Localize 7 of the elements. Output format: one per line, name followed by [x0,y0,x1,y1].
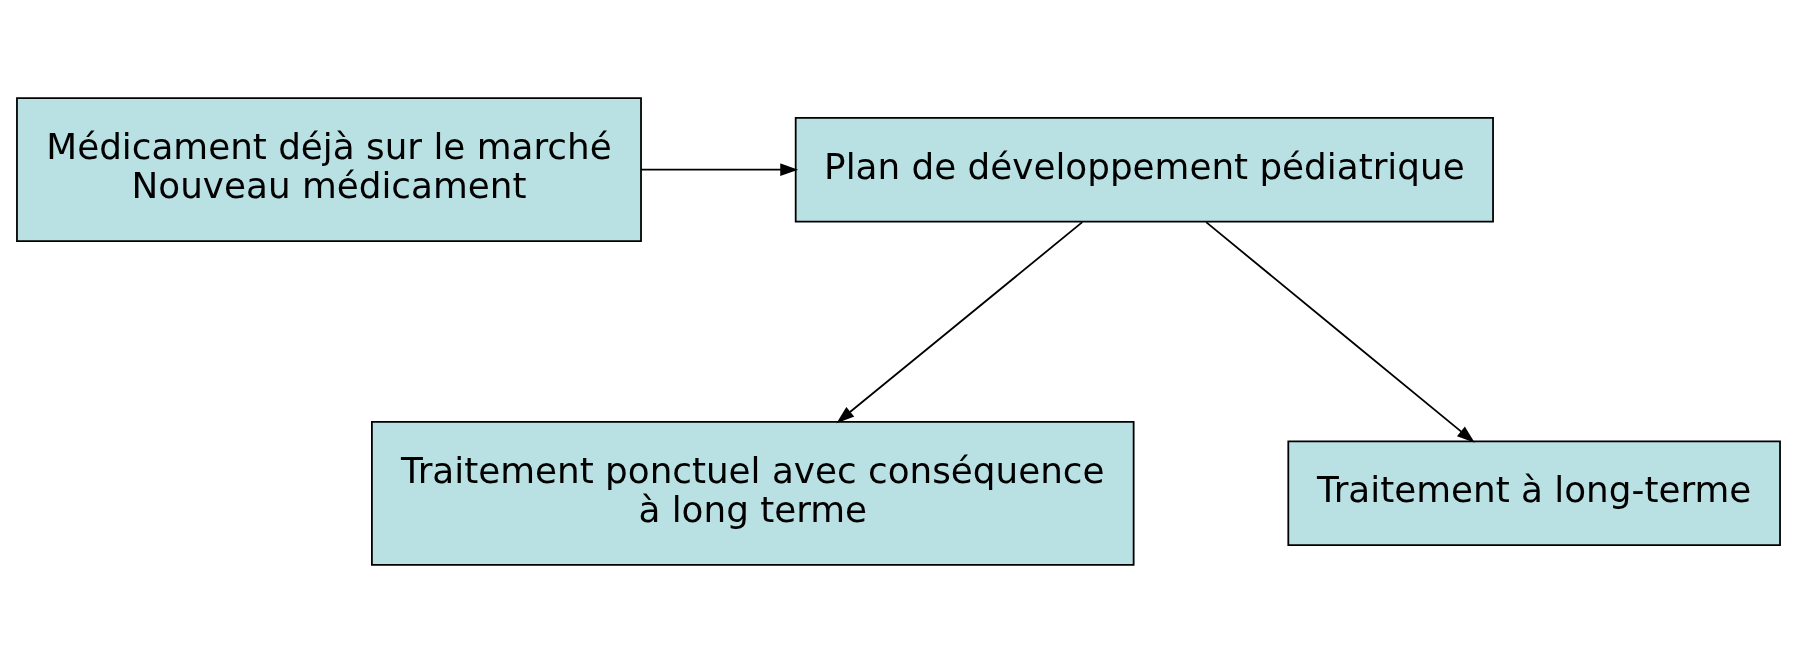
node-box: Traitement à long-terme [1287,440,1781,547]
node-box: Médicament déjà sur le marché Nouveau médicament [16,97,642,243]
node-box: Plan de développement pédiatrique [794,116,1494,223]
node-box: Traitement ponctuel avec conséquence à long terme [371,420,1135,566]
arrow [640,163,799,176]
arrow [836,221,1084,424]
arrow [1205,221,1475,443]
